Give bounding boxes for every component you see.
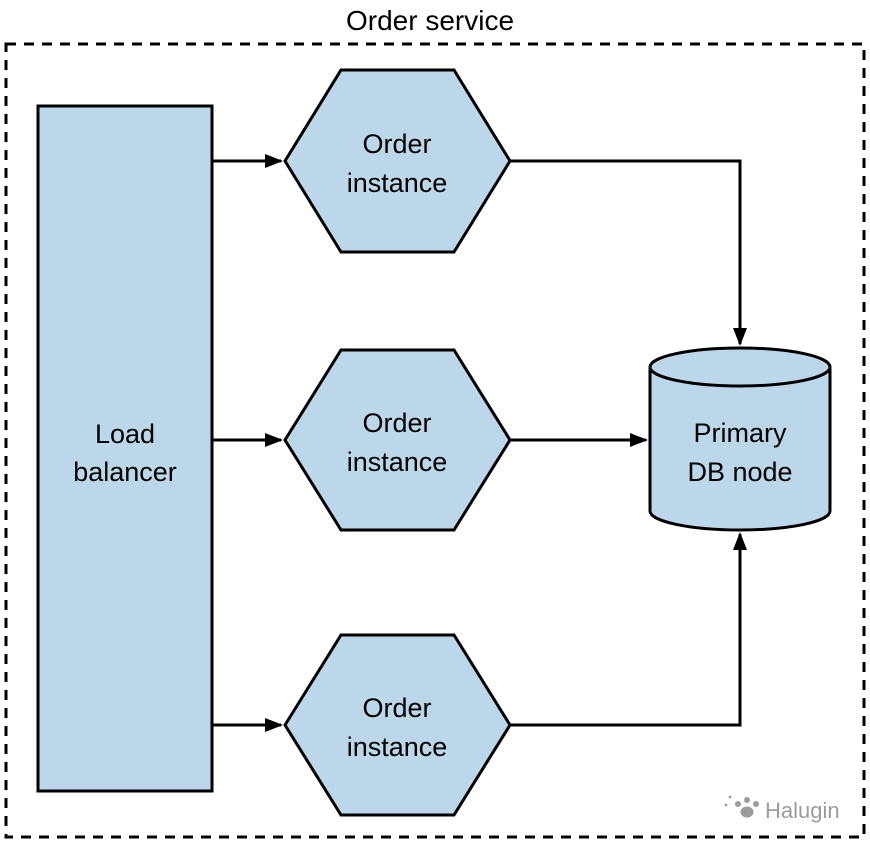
primary-db-label-line1: Primary xyxy=(694,418,787,448)
watermark-label: Halugin xyxy=(765,798,840,823)
order-instance-3-shape xyxy=(283,633,512,817)
order-instance-3-label-line1: Order xyxy=(362,693,431,723)
load-balancer-label-line1: Load xyxy=(95,419,155,449)
service-boundary-box xyxy=(4,42,866,839)
order-instance-1-label-line2: instance xyxy=(347,168,448,198)
order-instance-1-node: Order instance xyxy=(283,68,512,254)
watermark: Halugin xyxy=(724,795,840,823)
primary-db-top-shape xyxy=(648,346,832,388)
arrow-instance-3-to-db xyxy=(510,532,747,727)
load-balancer-shape xyxy=(36,104,214,793)
primary-db-node: Primary DB node xyxy=(648,346,832,532)
order-instance-2-label-line1: Order xyxy=(362,408,431,438)
order-instance-2-shape xyxy=(283,348,512,532)
arrow-instance-1-to-db xyxy=(510,159,747,346)
load-balancer-label-line2: balancer xyxy=(73,457,177,487)
paw-icon xyxy=(724,795,759,818)
primary-db-body-shape xyxy=(648,367,832,532)
order-instance-2-label-line2: instance xyxy=(347,447,448,477)
order-instance-2-node: Order instance xyxy=(283,348,512,532)
order-instance-3-label-line2: instance xyxy=(347,732,448,762)
diagram-title: Order service xyxy=(346,5,514,36)
order-instance-1-shape xyxy=(283,68,512,254)
order-instance-3-node: Order instance xyxy=(283,633,512,817)
primary-db-label-line2: DB node xyxy=(687,457,792,487)
load-balancer-node: Load balancer xyxy=(36,104,214,793)
order-instance-1-label-line1: Order xyxy=(362,129,431,159)
